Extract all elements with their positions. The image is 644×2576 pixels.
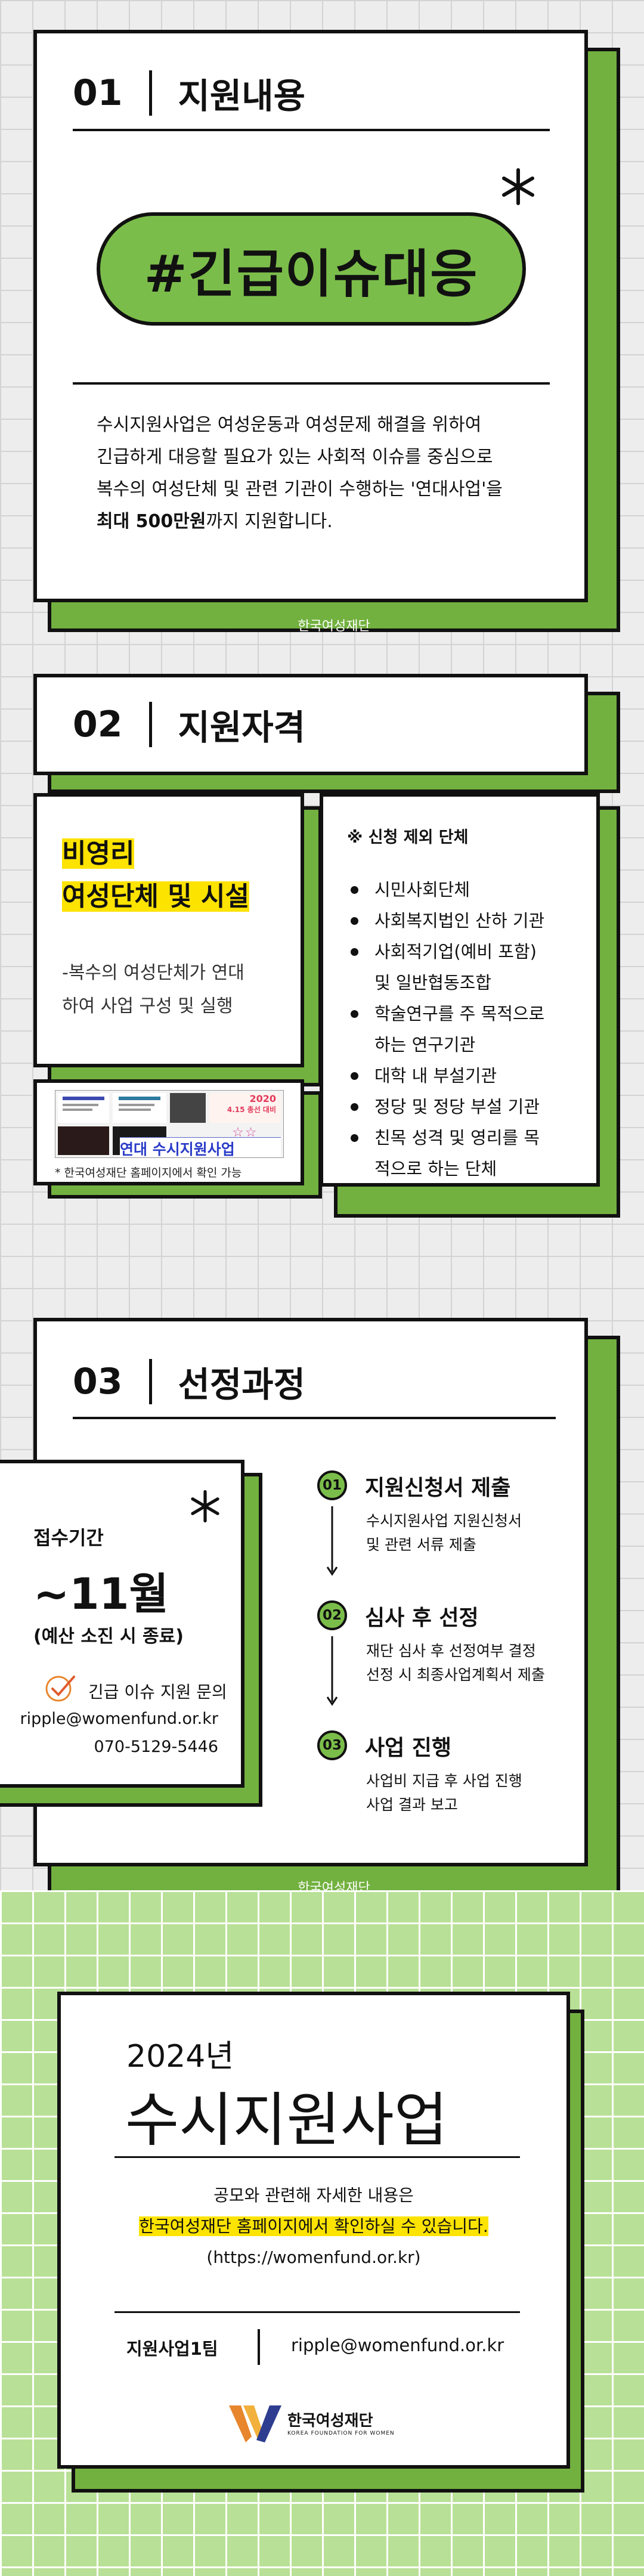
info-highlight: 한국여성재단 홈페이지에서 확인하실 수 있습니다. bbox=[139, 2216, 488, 2236]
program-thumbnail-image: 2020 4.15 총선 대비 ☆☆ 연대 수시지원사업 bbox=[55, 1090, 284, 1158]
section1-number: 01 bbox=[73, 72, 123, 114]
step-desc: 수시지원사업 지원신청서 및 관련 서류 제출 bbox=[366, 1512, 522, 1553]
contact-email[interactable]: ripple@womenfund.or.kr bbox=[20, 1710, 218, 1728]
section3-number: 03 bbox=[73, 1361, 123, 1402]
section2-number: 02 bbox=[73, 704, 123, 745]
thumb-dark-photo bbox=[58, 1126, 109, 1155]
section1-rule bbox=[73, 129, 550, 131]
section3-rule bbox=[73, 1417, 556, 1419]
step-desc: 재단 심사 후 선정여부 결정 선정 시 최종사업계획서 제출 bbox=[366, 1642, 545, 1683]
step-title: 사업 진행 bbox=[365, 1736, 452, 1760]
closing-divider bbox=[258, 2329, 260, 2365]
step-badge: 01 bbox=[317, 1470, 347, 1500]
desc-line: 긴급하게 대응할 필요가 있는 사회적 이슈를 중심으로 bbox=[97, 447, 493, 467]
issue-badge-text: #긴급이슈대응 bbox=[144, 244, 479, 304]
thumb-year: 2020 bbox=[249, 1093, 276, 1104]
thumbnail-caption: * 한국여성재단 홈페이지에서 확인 가능 bbox=[55, 1166, 242, 1179]
checkmark-icon bbox=[45, 1676, 75, 1702]
section1-footer-label: 한국여성재단 bbox=[298, 619, 370, 634]
closing-card: 2024년 수시지원사업 공모와 관련해 자세한 내용은 한국여성재단 홈페이지… bbox=[57, 1992, 570, 2469]
closing-email[interactable]: ripple@womenfund.or.kr bbox=[291, 2335, 504, 2355]
section1-rule-2 bbox=[73, 382, 550, 385]
step-title: 지원신청서 제출 bbox=[365, 1476, 511, 1500]
eligibility-desc: -복수의 여성단체가 연대 bbox=[62, 962, 244, 983]
logo-english: KOREA FOUNDATION FOR WOMEN bbox=[287, 2430, 395, 2436]
list-item: 대학 내 부설기관 bbox=[347, 1060, 592, 1091]
closing-year: 2024년 bbox=[126, 2039, 234, 2075]
section1-divider bbox=[148, 70, 152, 116]
thumb-panel bbox=[58, 1093, 109, 1123]
thumb-panel bbox=[113, 1093, 166, 1123]
period-card: 접수기간 ~11월 (예산 소진 시 종료) 긴급 이슈 지원 문의 rippl… bbox=[0, 1460, 244, 1788]
contact-title: 긴급 이슈 지원 문의 bbox=[88, 1682, 227, 1702]
logo-korean: 한국여성재단 bbox=[287, 2411, 373, 2430]
eligibility-highlight-1: 비영리 bbox=[62, 838, 135, 869]
step-badge: 02 bbox=[317, 1600, 347, 1630]
section1-description: 수시지원사업은 여성운동과 여성문제 해결을 위하여 긴급하게 대응할 필요가 … bbox=[97, 409, 538, 538]
closing-team: 지원사업1팀 bbox=[126, 2339, 218, 2359]
thumb-photo bbox=[170, 1093, 206, 1123]
exclusion-heading: ※ 신청 제외 단체 bbox=[347, 828, 469, 847]
homepage-link[interactable]: (https://womenfund.or.kr) bbox=[206, 2247, 421, 2267]
issue-badge: #긴급이슈대응 bbox=[97, 212, 526, 326]
closing-title: 수시지원사업 bbox=[125, 2086, 448, 2154]
thumbnail-card: 2020 4.15 총선 대비 ☆☆ 연대 수시지원사업 * 한국여성재단 홈페… bbox=[33, 1079, 304, 1185]
thumb-overlay-banner: 연대 수시지원사업 bbox=[120, 1137, 281, 1158]
list-item: 정당 및 정당 부설 기관 bbox=[347, 1091, 592, 1122]
period-value: ~11월 bbox=[33, 1569, 169, 1619]
eligibility-card: 비영리 여성단체 및 시설 -복수의 여성단체가 연대 하여 사업 구성 및 실… bbox=[33, 793, 304, 1067]
section3-title: 선정과정 bbox=[178, 1364, 305, 1405]
desc-line: 최대 500만원까지 지원합니다. bbox=[97, 506, 538, 538]
closing-rule-2 bbox=[114, 2311, 520, 2313]
eligibility-highlight-2: 여성단체 및 시설 bbox=[62, 881, 249, 912]
contact-phone[interactable]: 070-5129-5446 bbox=[94, 1738, 218, 1756]
eligibility-desc: 하여 사업 구성 및 실행 bbox=[62, 996, 233, 1017]
info-line: 공모와 관련해 자세한 내용은 bbox=[213, 2185, 414, 2205]
section2-title: 지원자격 bbox=[178, 707, 305, 748]
section1-title: 지원내용 bbox=[178, 76, 305, 116]
max-amount: 최대 500만원 bbox=[97, 511, 206, 532]
desc-line: 복수의 여성단체 및 관련 기관이 수행하는 '연대사업'을 bbox=[97, 479, 503, 500]
list-item: 사회복지법인 산하 기관 bbox=[347, 905, 592, 936]
closing-info: 공모와 관련해 자세한 내용은 한국여성재단 홈페이지에서 확인하실 수 있습니… bbox=[61, 2180, 566, 2273]
thumb-overlay-text: 연대 수시지원사업 bbox=[120, 1141, 235, 1158]
section2-header-card: 02 지원자격 bbox=[33, 674, 588, 775]
asterisk-icon bbox=[502, 168, 534, 205]
foundation-logo: 한국여성재단 KOREA FOUNDATION FOR WOMEN bbox=[228, 2401, 395, 2444]
step-title: 심사 후 선정 bbox=[365, 1606, 479, 1630]
desc-line-rest: 까지 지원합니다. bbox=[206, 511, 333, 532]
period-label: 접수기간 bbox=[33, 1527, 104, 1549]
desc-line: 수시지원사업은 여성운동과 여성문제 해결을 위하여 bbox=[97, 414, 482, 435]
arrow-down-icon bbox=[326, 1636, 338, 1706]
arrow-down-icon bbox=[326, 1506, 338, 1576]
period-note: (예산 소진 시 종료) bbox=[33, 1626, 184, 1647]
asterisk-icon bbox=[191, 1490, 219, 1523]
thumb-event: 4.15 총선 대비 bbox=[227, 1106, 276, 1114]
list-item: 사회적기업(예비 포함)및 일반협동조합 bbox=[347, 936, 592, 998]
section1-card: 01 지원내용 #긴급이슈대응 수시지원사업은 여성운동과 여성문제 해결을 위… bbox=[33, 30, 588, 602]
exclusion-card: ※ 신청 제외 단체 시민사회단체 사회복지법인 산하 기관 사회적기업(예비 … bbox=[320, 793, 600, 1187]
list-item: 시민사회단체 bbox=[347, 874, 592, 905]
foundation-logo-mark bbox=[229, 2405, 281, 2442]
step-badge: 03 bbox=[317, 1730, 347, 1760]
step-desc: 사업비 지급 후 사업 진행 사업 결과 보고 bbox=[366, 1772, 522, 1813]
closing-rule bbox=[114, 2156, 520, 2158]
exclusion-list: 시민사회단체 사회복지법인 산하 기관 사회적기업(예비 포함)및 일반협동조합… bbox=[347, 874, 592, 1184]
section3-divider bbox=[148, 1359, 152, 1404]
thumb-event-panel: 2020 4.15 총선 대비 bbox=[209, 1093, 281, 1123]
section2-divider bbox=[148, 702, 152, 747]
